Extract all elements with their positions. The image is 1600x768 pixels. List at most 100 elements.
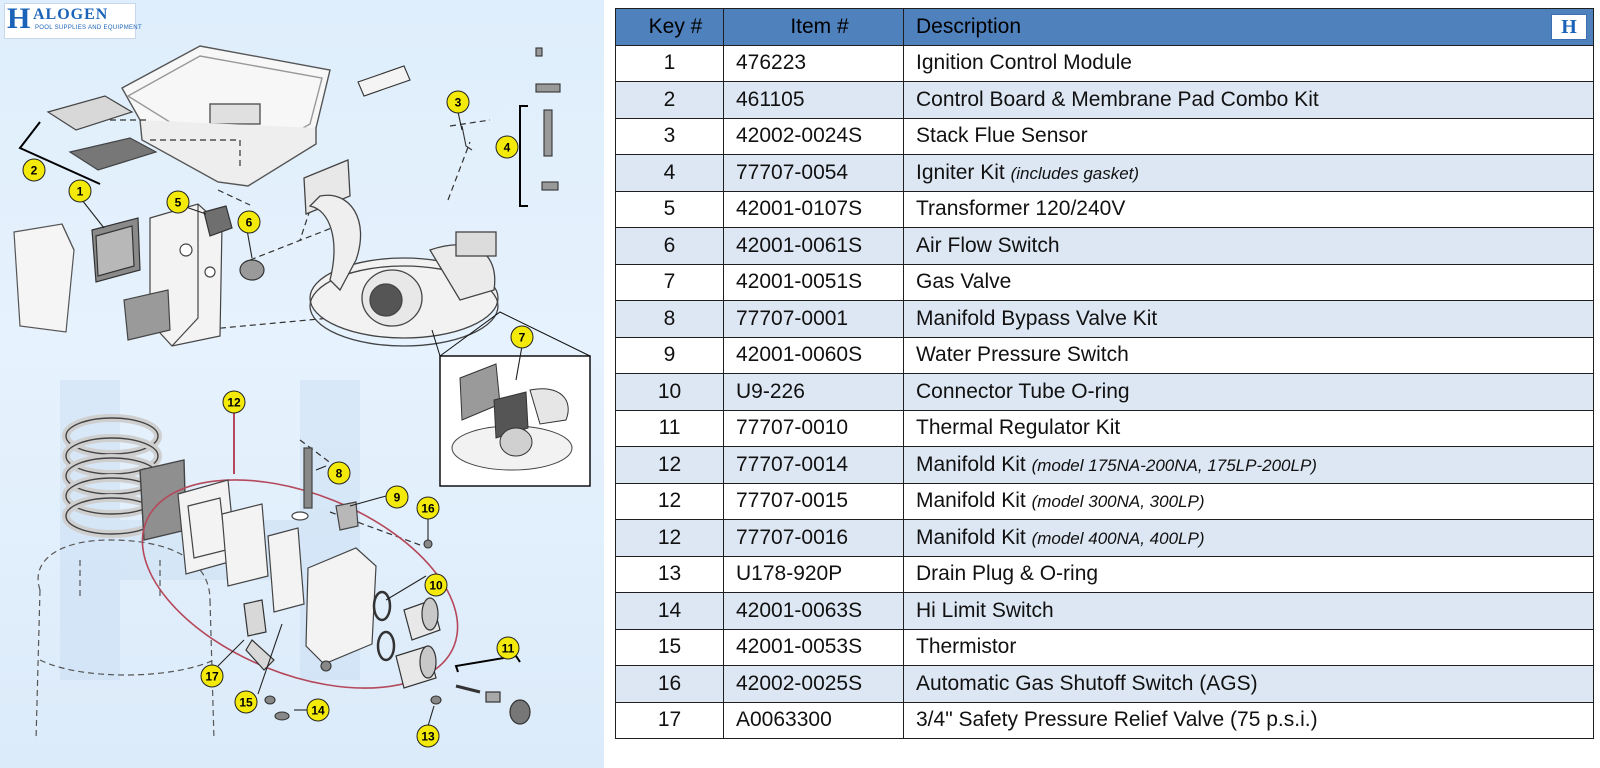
callout-8: 8: [327, 461, 351, 485]
callout-17: 17: [200, 664, 224, 688]
item-number-cell: 77707-0016: [723, 519, 904, 557]
callout-14: 14: [306, 698, 330, 722]
description-text: Air Flow Switch: [916, 233, 1060, 257]
manifold-parts: [177, 447, 377, 665]
callout-markers: 1 2 3 4 5 6 7 8 9 10 11 12 13 14 15 16 1…: [22, 90, 534, 748]
callout-6: 6: [237, 210, 261, 234]
key-cell: 11: [615, 409, 724, 447]
svg-text:10: 10: [429, 579, 443, 593]
callout-2: 2: [22, 158, 46, 182]
gas-valve-inset: [431, 311, 591, 487]
svg-text:3: 3: [455, 96, 462, 110]
description-cell: Thermistor: [903, 628, 1594, 666]
callout-10: 10: [424, 573, 448, 597]
blower-assembly: [303, 159, 499, 347]
key-cell: 8: [615, 300, 724, 338]
callout-5: 5: [166, 190, 190, 214]
item-number-cell: 42002-0024S: [723, 117, 904, 155]
key-cell: 2: [615, 81, 724, 119]
key-cell: 12: [615, 482, 724, 520]
key-cell: 3: [615, 117, 724, 155]
item-number-cell: 42001-0051S: [723, 263, 904, 301]
callout-13: 13: [416, 724, 440, 748]
svg-text:16: 16: [421, 502, 435, 516]
description-text: Manifold Kit: [916, 452, 1026, 476]
callout-12: 12: [222, 390, 246, 414]
description-cell: Manifold Bypass Valve Kit: [903, 300, 1594, 338]
description-cell: Water Pressure Switch: [903, 336, 1594, 374]
item-number-cell: 77707-0014: [723, 446, 904, 484]
callout-15: 15: [234, 690, 258, 714]
callout-3: 3: [446, 90, 470, 114]
item-number-cell: 42001-0107S: [723, 190, 904, 228]
item-number-cell: 42002-0025S: [723, 665, 904, 703]
thermal-regulator: [454, 654, 531, 725]
item-number-cell: 77707-0001: [723, 300, 904, 338]
item-number-cell: 77707-0054: [723, 154, 904, 192]
description-text: Control Board & Membrane Pad Combo Kit: [916, 87, 1319, 111]
callout-16: 16: [416, 496, 440, 520]
description-note: (model 175NA-200NA, 175LP-200LP): [1031, 455, 1317, 475]
item-number-cell: 461105: [723, 81, 904, 119]
key-cell: 12: [615, 519, 724, 557]
key-cell: 1: [615, 44, 724, 82]
description-note: (model 400NA, 400LP): [1031, 528, 1205, 548]
key-cell: 7: [615, 263, 724, 301]
svg-text:15: 15: [239, 696, 253, 710]
key-cell: 15: [615, 628, 724, 666]
svg-text:14: 14: [311, 704, 325, 718]
item-number-cell: 476223: [723, 44, 904, 82]
parts-diagram-svg: 1 2 3 4 5 6 7 8 9 10 11 12 13 14 15 16 1…: [13, 45, 591, 748]
heater-lid: [121, 45, 331, 187]
svg-text:9: 9: [394, 491, 401, 505]
description-cell: 3/4" Safety Pressure Relief Valve (75 p.…: [903, 701, 1594, 739]
svg-text:13: 13: [421, 730, 435, 744]
description-cell: Hi Limit Switch: [903, 592, 1594, 630]
description-text: Hi Limit Switch: [916, 598, 1054, 622]
transformer: [203, 205, 233, 237]
description-cell: Ignition Control Module: [903, 44, 1594, 82]
svg-text:5: 5: [175, 196, 182, 210]
description-cell: Drain Plug & O-ring: [903, 555, 1594, 593]
item-number-cell: 77707-0010: [723, 409, 904, 447]
svg-text:17: 17: [205, 670, 219, 684]
description-text: Manifold Kit: [916, 525, 1026, 549]
header-item: Item #: [723, 8, 904, 46]
description-text: Gas Valve: [916, 270, 1012, 294]
key-cell: 16: [615, 665, 724, 703]
small-parts-top: [357, 47, 561, 207]
control-board-assembly: [18, 95, 158, 185]
logo-letter: H: [7, 2, 31, 35]
logo-tagline: POOL SUPPLIES AND EQUIPMENT: [35, 25, 142, 31]
item-number-cell: U9-226: [723, 373, 904, 411]
ignition-module: [91, 217, 141, 283]
item-number-cell: A0063300: [723, 701, 904, 739]
description-text: Thermistor: [916, 635, 1017, 659]
logo-word: ALOGEN: [33, 6, 109, 23]
callout-4: 4: [495, 135, 519, 159]
svg-text:1: 1: [77, 185, 84, 199]
description-text: Transformer 120/240V: [916, 197, 1126, 221]
exploded-parts-diagram: 1 2 3 4 5 6 7 8 9 10 11 12 13 14 15 16 1…: [0, 0, 604, 768]
description-text: Thermal Regulator Kit: [916, 416, 1121, 440]
description-text: Drain Plug & O-ring: [916, 562, 1099, 586]
svg-text:12: 12: [227, 396, 241, 410]
side-panel: [13, 223, 75, 333]
description-cell: Manifold Kit (model 300NA, 300LP): [903, 482, 1594, 520]
description-text: Manifold Bypass Valve Kit: [916, 306, 1158, 330]
description-text: Manifold Kit: [916, 489, 1026, 513]
description-cell: Air Flow Switch: [903, 227, 1594, 265]
